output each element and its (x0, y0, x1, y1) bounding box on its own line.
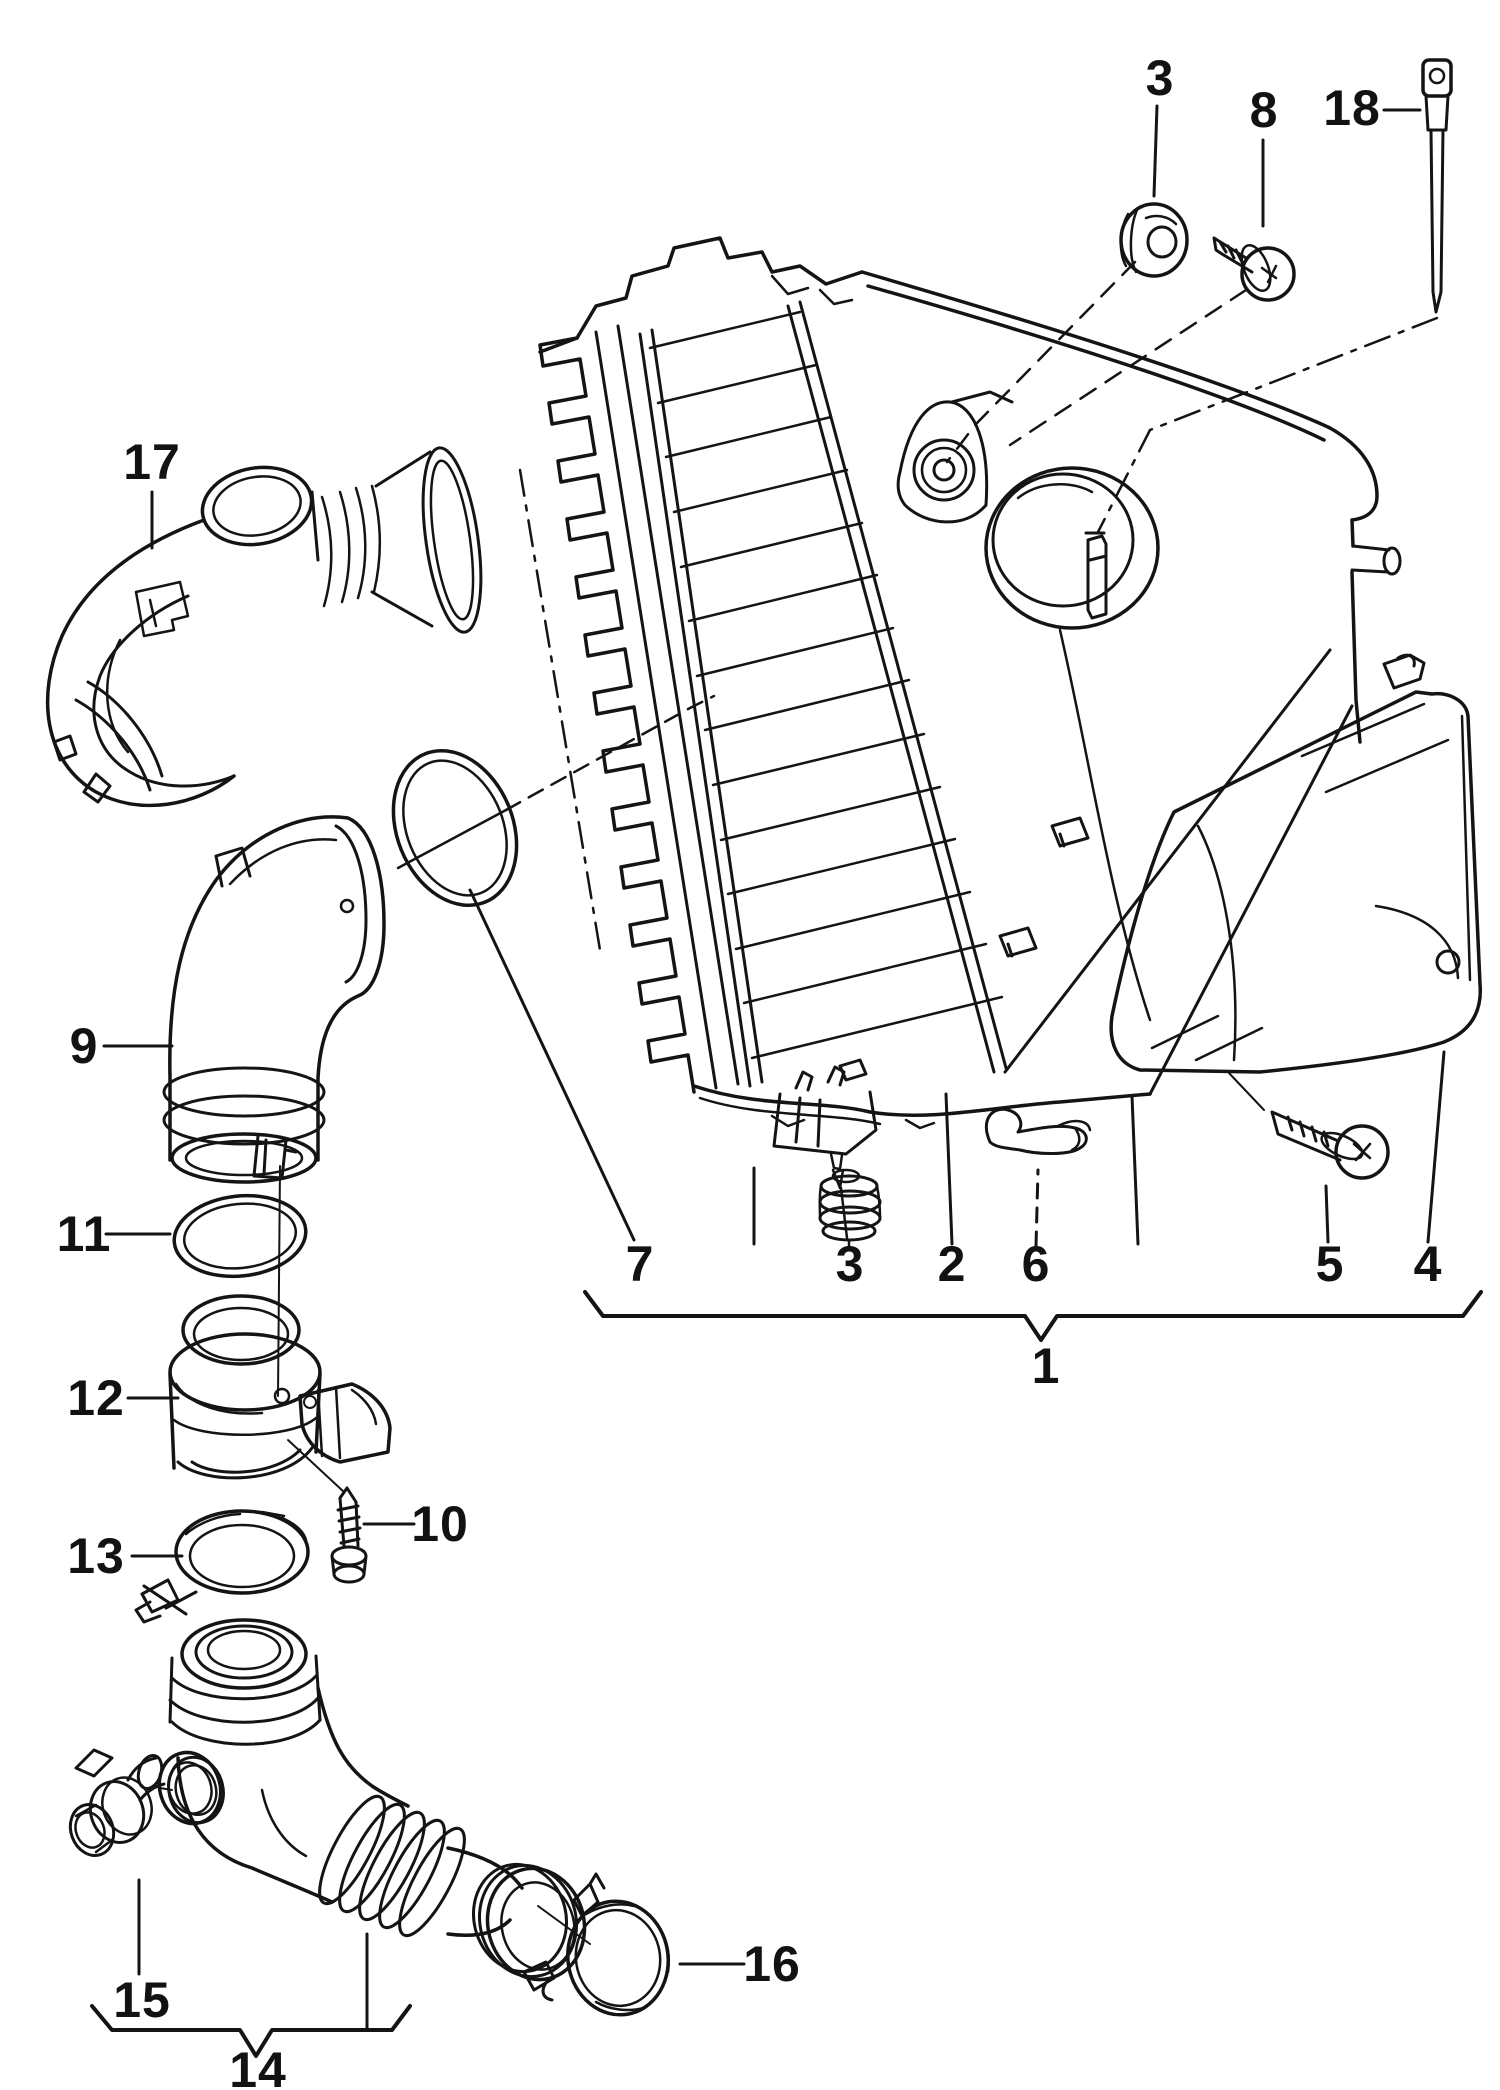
alignment-lines (396, 260, 1439, 952)
grommet-3-top (1119, 202, 1189, 278)
intake-pipe-9 (162, 815, 386, 1397)
o-ring-11 (172, 1193, 308, 1279)
clip-6 (984, 1107, 1092, 1155)
pin-18 (1421, 58, 1453, 314)
intake-hose-14 (157, 1618, 591, 1982)
leader-lines (102, 104, 1446, 2030)
filter-element (638, 300, 1008, 1088)
valve-15 (68, 1748, 225, 1857)
buffer-3-bottom (818, 1168, 882, 1252)
callout-4: 4 (1413, 1236, 1443, 1292)
callout-13: 13 (67, 1528, 125, 1584)
clamp-16 (522, 1872, 670, 2017)
screw-5 (1227, 1071, 1390, 1180)
callout-18: 18 (1323, 80, 1381, 136)
callout-14: 14 (229, 2042, 287, 2090)
air-flow-meter-12 (168, 1294, 392, 1493)
clamp-13 (134, 1509, 310, 1624)
air-cleaner-housing (538, 236, 1152, 1240)
housing-cover (860, 270, 1402, 1096)
callout-10: 10 (411, 1496, 469, 1552)
callout-11: 11 (56, 1206, 112, 1262)
callout-6: 6 (1021, 1236, 1051, 1292)
bracket-1 (583, 1290, 1483, 1342)
intake-hose-17 (45, 446, 483, 808)
heat-shield (1109, 653, 1483, 1074)
screw-8 (1212, 236, 1296, 302)
group-brackets (90, 1290, 1483, 2058)
screw-10 (330, 1486, 368, 1584)
callout-3-bottom: 3 (835, 1236, 865, 1292)
callout-12: 12 (67, 1370, 125, 1426)
callout-17: 17 (123, 434, 181, 490)
callout-15: 15 (113, 1972, 171, 2028)
callout-9: 9 (69, 1018, 99, 1074)
callout-3-top: 3 (1145, 50, 1175, 106)
bracket-14 (90, 2004, 412, 2058)
callout-5: 5 (1315, 1236, 1345, 1292)
callout-7: 7 (625, 1236, 655, 1292)
callout-8: 8 (1249, 82, 1279, 138)
callout-2: 2 (937, 1236, 967, 1292)
callout-1: 1 (1031, 1338, 1061, 1394)
callout-16: 16 (743, 1936, 801, 1992)
seal-ring-7 (391, 748, 519, 908)
